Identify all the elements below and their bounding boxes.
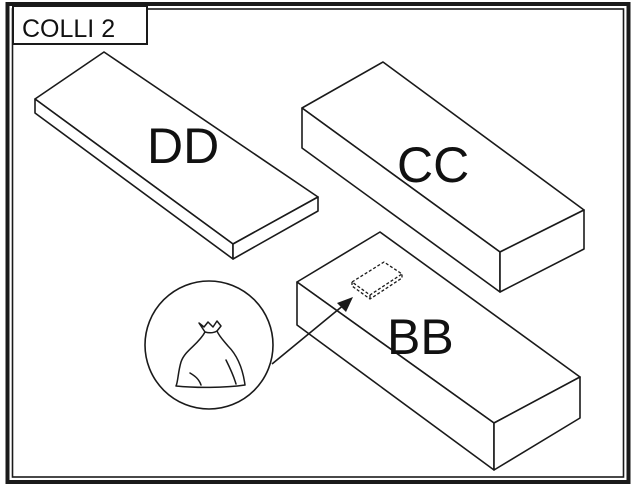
callout-arrow-line: [271, 303, 346, 365]
board-cc-label: CC: [397, 137, 469, 193]
board-cc: [301, 61, 585, 293]
board-dd-side: [232, 196, 319, 260]
colli-header: COLLI 2: [12, 5, 148, 45]
board-dd-label: DD: [147, 118, 219, 174]
bag-icon: [175, 320, 246, 389]
board-bb-side: [493, 376, 581, 471]
hardware-package: [351, 261, 403, 300]
outer-frame: [5, 2, 631, 484]
board-dd: [34, 51, 319, 260]
inner-frame: [11, 8, 625, 478]
board-cc-side: [499, 209, 585, 293]
board-bb: [296, 231, 581, 471]
board-bb-label: BB: [387, 309, 454, 365]
callout-arrowhead: [337, 297, 353, 312]
colli-label: COLLI 2: [22, 15, 115, 43]
callout-circle: [144, 280, 274, 410]
